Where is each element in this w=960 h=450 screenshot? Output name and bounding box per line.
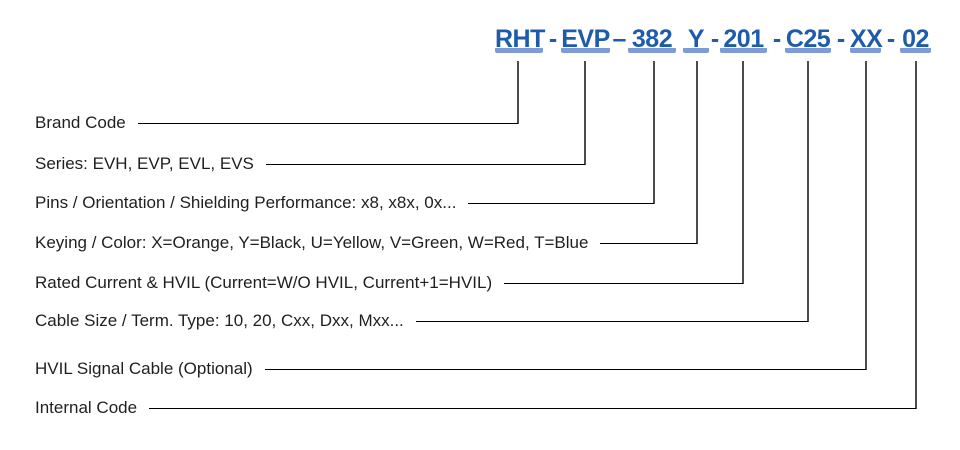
leader-line-brand-code: [137, 122, 518, 124]
row-brand-code: Brand Code: [35, 111, 518, 135]
row-internal-code: Internal Code: [35, 396, 916, 420]
label-brand-code: Brand Code: [35, 113, 126, 132]
label-cable-size: Cable Size / Term. Type: 10, 20, Cxx, Dx…: [35, 311, 404, 330]
row-series: Series: EVH, EVP, EVL, EVS: [35, 152, 585, 176]
part-segment-brand: RHT: [495, 25, 545, 53]
part-segment-internal: 02: [900, 25, 931, 53]
row-rated-current: Rated Current & HVIL (Current=W/O HVIL, …: [35, 271, 743, 295]
separator-dash-2: –: [612, 25, 627, 53]
part-segment-current: 201: [720, 25, 767, 53]
leader-line-hvil-signal-cable: [264, 368, 866, 370]
leader-line-cable-size: [415, 320, 808, 322]
part-segment-series: EVP: [561, 25, 610, 53]
separator-dash-6: -: [886, 25, 896, 53]
leader-line-keying-color: [600, 242, 697, 244]
part-segment-cable: C25: [785, 25, 831, 53]
separator-dash-4: -: [772, 25, 782, 53]
label-hvil-signal-cable: HVIL Signal Cable (Optional): [35, 359, 253, 378]
label-keying-color: Keying / Color: X=Orange, Y=Black, U=Yel…: [35, 233, 589, 252]
row-keying-color: Keying / Color: X=Orange, Y=Black, U=Yel…: [35, 231, 697, 255]
row-pins-orientation: Pins / Orientation / Shielding Performan…: [35, 191, 654, 215]
leader-line-series: [265, 163, 585, 165]
label-rated-current: Rated Current & HVIL (Current=W/O HVIL, …: [35, 273, 493, 292]
separator-dash-1: -: [548, 25, 558, 53]
leader-line-internal-code: [149, 407, 916, 409]
part-segment-pins: 382: [628, 25, 676, 53]
leader-line-rated-current: [504, 282, 743, 284]
row-hvil-signal-cable: HVIL Signal Cable (Optional): [35, 357, 866, 381]
label-pins-orientation: Pins / Orientation / Shielding Performan…: [35, 193, 457, 212]
label-series: Series: EVH, EVP, EVL, EVS: [35, 154, 254, 173]
row-cable-size: Cable Size / Term. Type: 10, 20, Cxx, Dx…: [35, 309, 808, 333]
part-segment-hvil-signal: XX: [850, 25, 883, 53]
label-internal-code: Internal Code: [35, 398, 138, 417]
separator-dash-5: -: [836, 25, 846, 53]
leader-line-pins-orientation: [468, 202, 654, 204]
separator-dash-3: -: [710, 25, 720, 53]
part-segment-keying: Y: [683, 25, 709, 53]
